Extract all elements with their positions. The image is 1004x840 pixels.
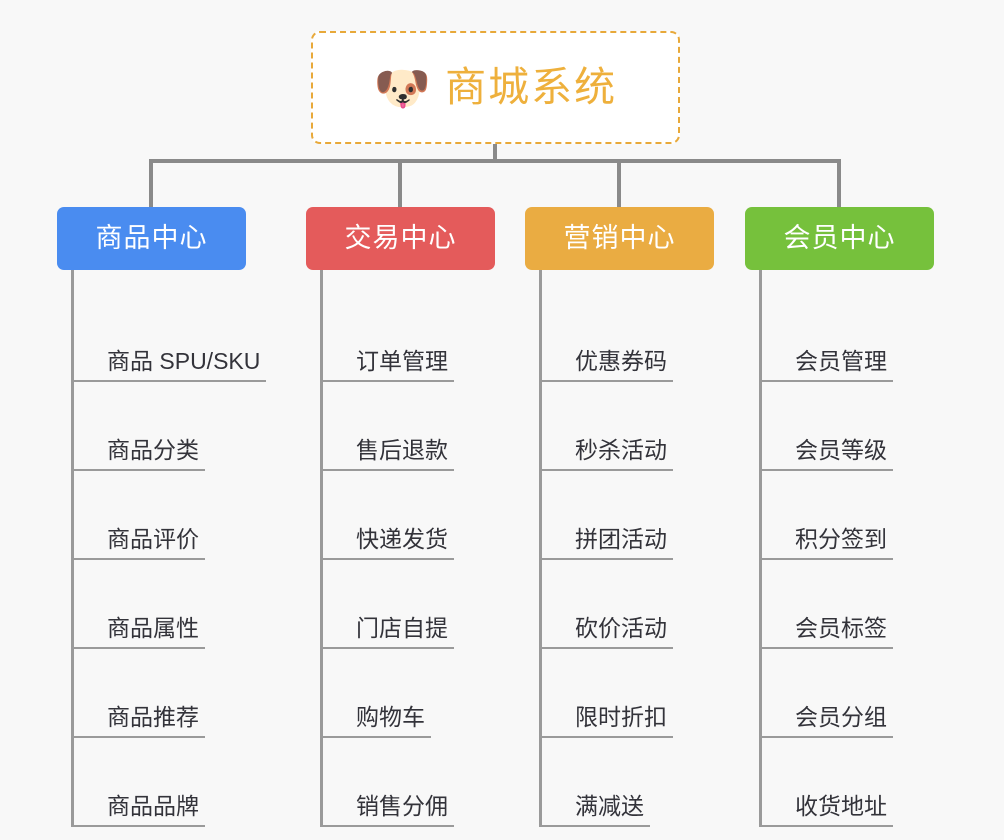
leaf-label: 销售分佣 [356, 792, 448, 819]
category-label-3: 营销中心 [563, 223, 676, 253]
leaf-label: 商品评价 [107, 525, 199, 552]
category-header-1[interactable]: 商品中心 [57, 207, 246, 270]
connector-category-stem-1 [71, 270, 74, 293]
dog-face-icon: 🐶 [373, 60, 432, 115]
root-title: 商城系统 [445, 64, 618, 110]
list-item[interactable]: 快递发货 [323, 471, 495, 560]
list-item[interactable]: 销售分佣 [323, 738, 495, 827]
category-column-3: 营销中心 优惠券码 秒杀活动 拼团活动 砍价活动 限时折扣 满减送 [525, 207, 714, 827]
leaf-label: 商品推荐 [107, 703, 199, 730]
list-item[interactable]: 会员分组 [762, 649, 934, 738]
leaf-label: 商品属性 [107, 614, 199, 641]
leaf-label: 收货地址 [795, 792, 887, 819]
category-header-3[interactable]: 营销中心 [525, 207, 714, 270]
connector-drop-1 [149, 159, 153, 207]
leaf-list-4: 会员管理 会员等级 积分签到 会员标签 会员分组 收货地址 [759, 293, 934, 827]
leaf-label: 积分签到 [795, 525, 887, 552]
leaf-list-2: 订单管理 售后退款 快递发货 门店自提 购物车 销售分佣 [320, 293, 495, 827]
category-column-1: 商品中心 商品 SPU/SKU 商品分类 商品评价 商品属性 商品推荐 商品品牌 [57, 207, 267, 827]
category-header-2[interactable]: 交易中心 [306, 207, 495, 270]
leaf-label: 秒杀活动 [575, 436, 667, 463]
list-item[interactable]: 商品评价 [74, 471, 246, 560]
connector-drop-3 [617, 159, 621, 207]
category-label-1: 商品中心 [95, 223, 208, 253]
list-item[interactable]: 限时折扣 [542, 649, 714, 738]
leaf-label: 限时折扣 [575, 703, 667, 730]
list-item[interactable]: 会员管理 [762, 293, 934, 382]
leaf-label: 售后退款 [356, 436, 448, 463]
list-item[interactable]: 商品推荐 [74, 649, 246, 738]
category-header-4[interactable]: 会员中心 [745, 207, 934, 270]
list-item[interactable]: 订单管理 [323, 293, 495, 382]
list-item[interactable]: 砍价活动 [542, 560, 714, 649]
list-item[interactable]: 商品品牌 [74, 738, 246, 827]
category-label-2: 交易中心 [344, 223, 457, 253]
list-item[interactable]: 购物车 [323, 649, 495, 738]
list-item[interactable]: 商品 SPU/SKU [74, 293, 267, 382]
connector-category-stem-3 [539, 270, 542, 293]
category-column-2: 交易中心 订单管理 售后退款 快递发货 门店自提 购物车 销售分佣 [306, 207, 495, 827]
root-node[interactable]: 🐶 商城系统 [311, 31, 680, 144]
leaf-label: 满减送 [575, 792, 644, 819]
leaf-label: 会员等级 [795, 436, 887, 463]
leaf-label: 砍价活动 [575, 614, 667, 641]
leaf-label: 订单管理 [356, 347, 448, 374]
list-item[interactable]: 会员标签 [762, 560, 934, 649]
category-column-4: 会员中心 会员管理 会员等级 积分签到 会员标签 会员分组 收货地址 [745, 207, 934, 827]
connector-category-stem-4 [759, 270, 762, 293]
connector-horizontal-bus [149, 159, 841, 163]
leaf-label: 商品品牌 [107, 792, 199, 819]
leaf-list-3: 优惠券码 秒杀活动 拼团活动 砍价活动 限时折扣 满减送 [539, 293, 714, 827]
leaf-label: 快递发货 [356, 525, 448, 552]
list-item[interactable]: 满减送 [542, 738, 714, 827]
connector-drop-2 [398, 159, 402, 207]
leaf-list-1: 商品 SPU/SKU 商品分类 商品评价 商品属性 商品推荐 商品品牌 [71, 293, 267, 827]
list-item[interactable]: 拼团活动 [542, 471, 714, 560]
list-item[interactable]: 售后退款 [323, 382, 495, 471]
leaf-label: 门店自提 [356, 614, 448, 641]
leaf-label: 拼团活动 [575, 525, 667, 552]
list-item[interactable]: 商品属性 [74, 560, 246, 649]
list-item[interactable]: 商品分类 [74, 382, 246, 471]
leaf-label: 会员标签 [795, 614, 887, 641]
connector-category-stem-2 [320, 270, 323, 293]
leaf-label: 会员分组 [795, 703, 887, 730]
leaf-label: 会员管理 [795, 347, 887, 374]
list-item[interactable]: 收货地址 [762, 738, 934, 827]
category-label-4: 会员中心 [783, 223, 896, 253]
leaf-label: 商品 SPU/SKU [107, 347, 261, 374]
leaf-label: 商品分类 [107, 436, 199, 463]
leaf-label: 购物车 [356, 703, 425, 730]
connector-drop-4 [837, 159, 841, 207]
list-item[interactable]: 会员等级 [762, 382, 934, 471]
list-item[interactable]: 门店自提 [323, 560, 495, 649]
leaf-label: 优惠券码 [575, 347, 667, 374]
list-item[interactable]: 积分签到 [762, 471, 934, 560]
connector-root-stem [493, 144, 497, 162]
list-item[interactable]: 优惠券码 [542, 293, 714, 382]
list-item[interactable]: 秒杀活动 [542, 382, 714, 471]
